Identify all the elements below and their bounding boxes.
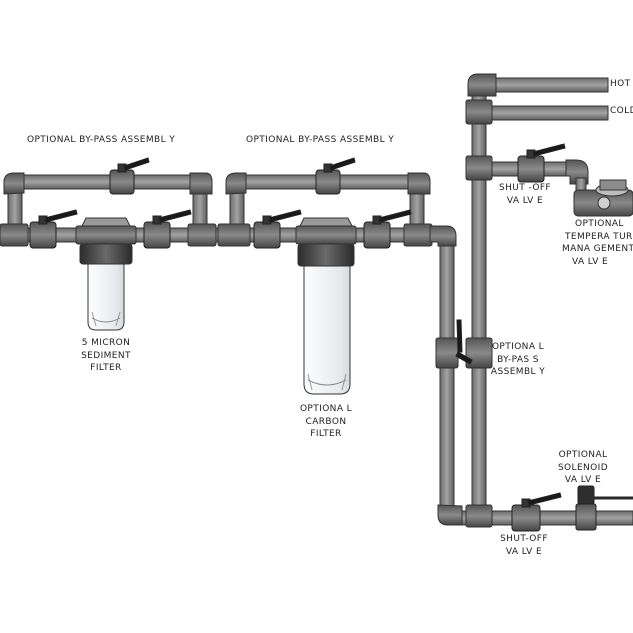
hot-label: HOT: [610, 79, 631, 89]
temperature-management-valve: [573, 179, 633, 217]
bypass-vertical-label: OPTIONA L BY-PAS S ASSEMBL Y: [490, 342, 546, 377]
shutoff-valve-top-label: SHUT -OFF VA LV E: [499, 183, 551, 206]
solenoid-valve-label: OPTIONAL SOLENOID VA LV E: [557, 450, 609, 485]
cold-label: COLD: [610, 106, 633, 116]
solenoid-valve: [575, 485, 633, 531]
carbon-filter-label: OPTIONA L CARBON FILTER: [299, 404, 353, 439]
main-return-pipe: [429, 73, 633, 528]
temperature-valve-label: OPTIONAL TEMPERA TURE MANA GEMENT VA LV …: [562, 219, 633, 267]
shutoff-valve-bottom-label: SHUT-OFF VA LV E: [500, 534, 548, 557]
sediment-filter-label: 5 MICRON SEDIMENT FILTER: [81, 338, 131, 373]
ball-valve: [29, 143, 566, 532]
carbon-filter-housing: [295, 217, 357, 395]
bypass-assembly-1-label: OPTIONAL BY-PASS ASSEMBL Y: [27, 135, 176, 145]
bypass-assembly-1: [0, 172, 227, 247]
bypass-assembly-2: [217, 172, 437, 247]
sediment-filter-housing: [75, 217, 137, 331]
bypass-assembly-2-label: OPTIONAL BY-PASS ASSEMBL Y: [246, 135, 395, 145]
